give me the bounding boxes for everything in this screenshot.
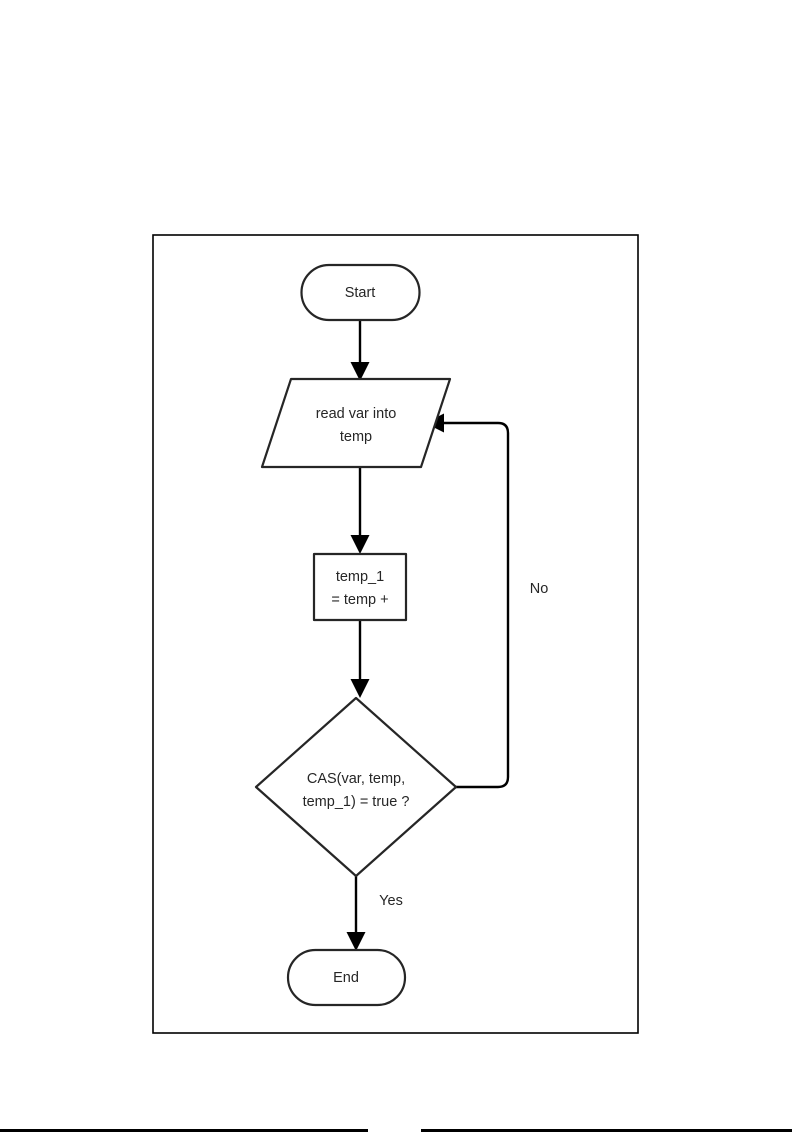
edge-cas-to-end	[346, 875, 366, 951]
edge-increment-to-cas	[350, 620, 370, 698]
increment-label-line-2: = temp +	[331, 592, 388, 608]
arrow-head-icon	[350, 535, 370, 554]
end-terminator-shape[interactable]	[286, 948, 407, 1007]
cas-label-line-2: temp_1) = true ?	[303, 794, 410, 810]
start-terminator-shape[interactable]	[300, 263, 421, 322]
node-cas-decision[interactable]: CAS(var, temp, temp_1) = true ?	[254, 696, 458, 878]
arrow-head-icon	[346, 932, 366, 951]
end-label: End	[333, 970, 359, 986]
flowchart-frame	[152, 234, 639, 1034]
edge-read-to-increment	[350, 467, 370, 554]
start-label: Start	[345, 285, 376, 301]
page-rule-right	[421, 1129, 792, 1132]
read-label-line-2: temp	[340, 429, 372, 445]
page-rule-left	[0, 1129, 368, 1132]
node-start[interactable]: Start	[300, 263, 421, 322]
node-end[interactable]: End	[286, 948, 407, 1007]
increment-label-line-1: temp_1	[336, 569, 384, 585]
read-parallelogram-shape[interactable]	[260, 377, 452, 469]
cas-decision-shape[interactable]	[254, 696, 458, 878]
edge-label-yes: Yes	[379, 893, 403, 909]
increment-process-shape[interactable]	[312, 552, 408, 622]
arrow-head-icon	[350, 679, 370, 698]
node-read-var[interactable]: read var into temp	[260, 377, 452, 469]
cas-label-line-1: CAS(var, temp,	[307, 771, 405, 787]
edge-cas-to-read-loop	[425, 413, 510, 789]
read-label-line-1: read var into	[316, 406, 397, 422]
edge-start-to-read	[350, 320, 370, 381]
node-increment[interactable]: temp_1 = temp +	[312, 552, 408, 622]
edge-label-no: No	[530, 581, 549, 597]
arrow-head-icon	[350, 362, 370, 381]
